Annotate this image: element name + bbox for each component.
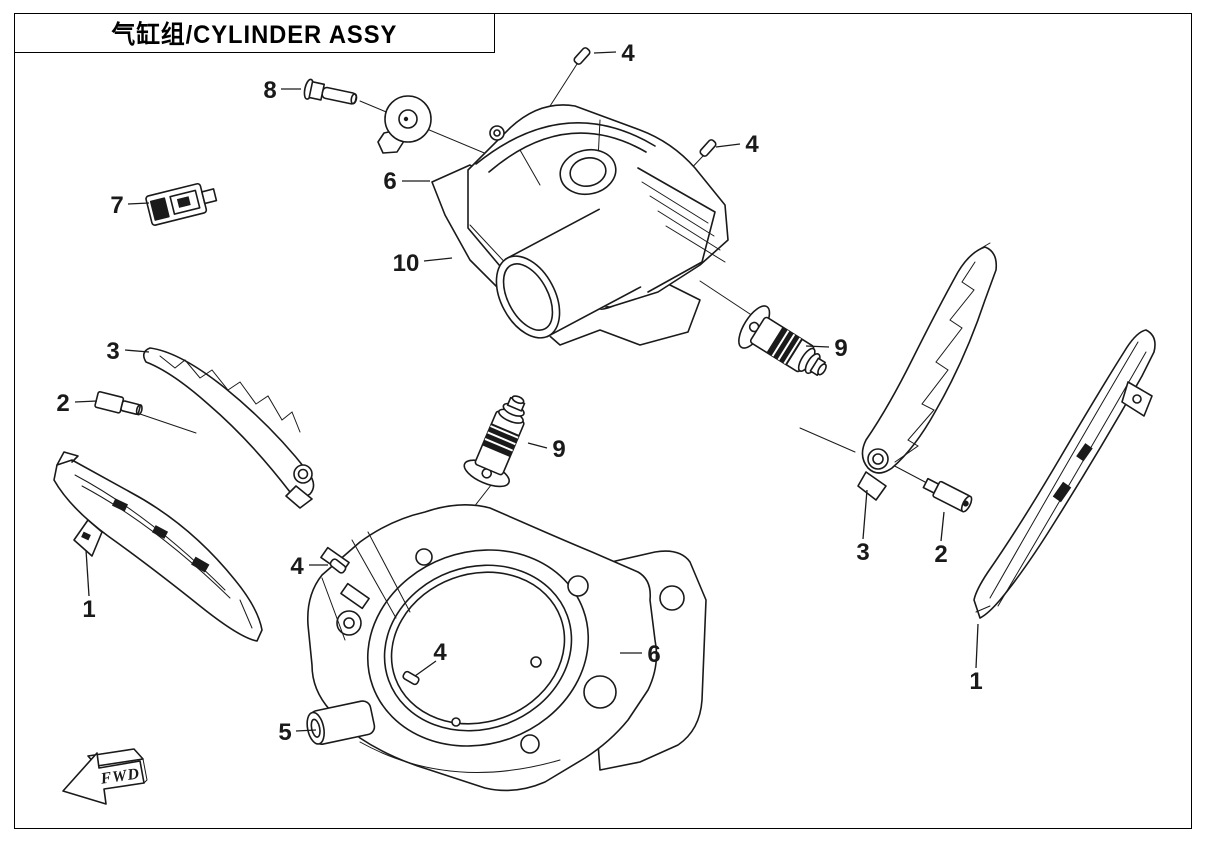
callout-4-dowel-pin-top: 4 <box>621 40 635 67</box>
callout-10-cylinder-sleeve: 10 <box>393 250 420 277</box>
callout-6-cylinder-gasket: 6 <box>647 641 660 668</box>
callout-3-chain-guide-right: 3 <box>856 539 869 566</box>
dowel-pin-mid <box>329 558 347 574</box>
callout-1-guide-blade-right: 1 <box>969 668 982 695</box>
cylinder-block <box>306 504 658 792</box>
guide-pin-left <box>94 391 143 416</box>
leader-line-water-pipe <box>295 729 317 732</box>
callout-2-guide-pin-left: 2 <box>56 390 69 417</box>
chain-tensioner-right <box>738 305 827 377</box>
leader-line-knock-sensor <box>127 202 150 205</box>
knock-sensor <box>145 95 432 226</box>
dowel-pin-top <box>573 47 591 65</box>
leader-line-cylinder-sleeve <box>423 257 453 262</box>
callout-6-head-gasket: 6 <box>383 168 396 195</box>
leader-line-dowel-pin-right <box>715 143 741 148</box>
chain-guide-blade-left <box>53 451 263 642</box>
callout-layer: 4 4 8 7 6 10 9 9 3 2 1 4 4 6 5 3 2 1 <box>56 40 982 746</box>
leader-line-tensioner-right <box>805 345 830 348</box>
callout-4-dowel-pin-right: 4 <box>745 131 759 158</box>
title-block: 气缸组/CYLINDER ASSY <box>14 13 495 53</box>
sensor-bolt <box>303 78 358 105</box>
callout-8-sensor-bolt: 8 <box>263 77 276 104</box>
leader-line-guide-bolt-right <box>940 511 945 542</box>
dowel-pin-bore <box>402 670 420 686</box>
chain-guide-left <box>142 347 315 509</box>
callout-7-knock-sensor: 7 <box>110 192 123 219</box>
leader-line-guide-pin-left <box>74 400 98 403</box>
chain-tensioner-center <box>463 395 526 488</box>
guide-bolt-right <box>922 477 973 513</box>
callout-2-guide-bolt-right: 2 <box>934 541 947 568</box>
leader-line-tensioner-center <box>527 442 548 449</box>
callout-9-tensioner-center: 9 <box>552 436 565 463</box>
cylinder-sleeve-part <box>495 208 642 339</box>
leader-line-dowel-pin-top <box>593 51 617 54</box>
chain-guide-blade-right <box>973 329 1156 619</box>
dowel-pin-right <box>699 139 717 157</box>
fwd-arrow: FWD <box>62 748 148 805</box>
callout-5-water-pipe: 5 <box>278 719 291 746</box>
callout-9-tensioner-right: 9 <box>834 335 847 362</box>
chain-guide-right <box>857 242 998 501</box>
leader-line-guide-blade-left <box>85 549 90 597</box>
leader-line-chain-guide-right <box>862 489 868 540</box>
callout-4-dowel-pin-bore: 4 <box>433 639 447 666</box>
callout-1-guide-blade-left: 1 <box>82 596 95 623</box>
leader-line-chain-guide-left <box>124 349 150 353</box>
leader-line-dowel-pin-bore <box>414 660 437 677</box>
callout-4-dowel-pin-mid: 4 <box>290 553 304 580</box>
page-title: 气缸组/CYLINDER ASSY <box>111 21 398 49</box>
page-border <box>14 13 1192 829</box>
leader-line-guide-blade-right <box>975 623 979 669</box>
fwd-label: FWD <box>99 765 141 787</box>
callout-3-chain-guide-left: 3 <box>106 338 119 365</box>
